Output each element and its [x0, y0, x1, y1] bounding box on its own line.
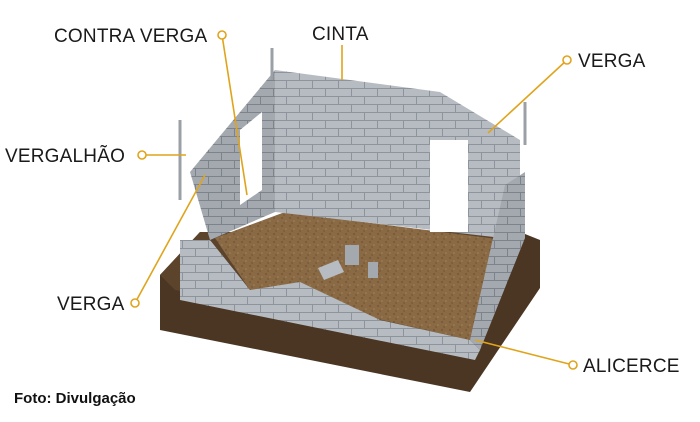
- loose-blocks: [318, 245, 378, 280]
- leader-verga-right: [487, 59, 568, 134]
- leader-verga-left: [134, 174, 206, 304]
- rebar: [178, 48, 527, 200]
- right-wall: [470, 172, 525, 350]
- label-cinta: CINTA: [312, 24, 369, 45]
- label-verga-right: VERGA: [578, 51, 646, 72]
- label-vergalhao: VERGALHÃO: [5, 145, 125, 167]
- label-alicerce: ALICERCE: [583, 356, 680, 377]
- floor: [215, 212, 505, 340]
- left-wall: [190, 70, 275, 240]
- front-wall: [180, 240, 480, 360]
- label-contra-verga: CONTRA VERGA: [54, 26, 207, 47]
- leader-contra-verga: [221, 34, 248, 196]
- leader-lines: [130, 30, 578, 370]
- leader-alicerce: [474, 339, 574, 366]
- photo-credit: Foto: Divulgação: [14, 390, 136, 407]
- label-verga-left: VERGA: [57, 294, 125, 315]
- window-opening-right: [430, 140, 468, 232]
- back-wall: [275, 70, 520, 240]
